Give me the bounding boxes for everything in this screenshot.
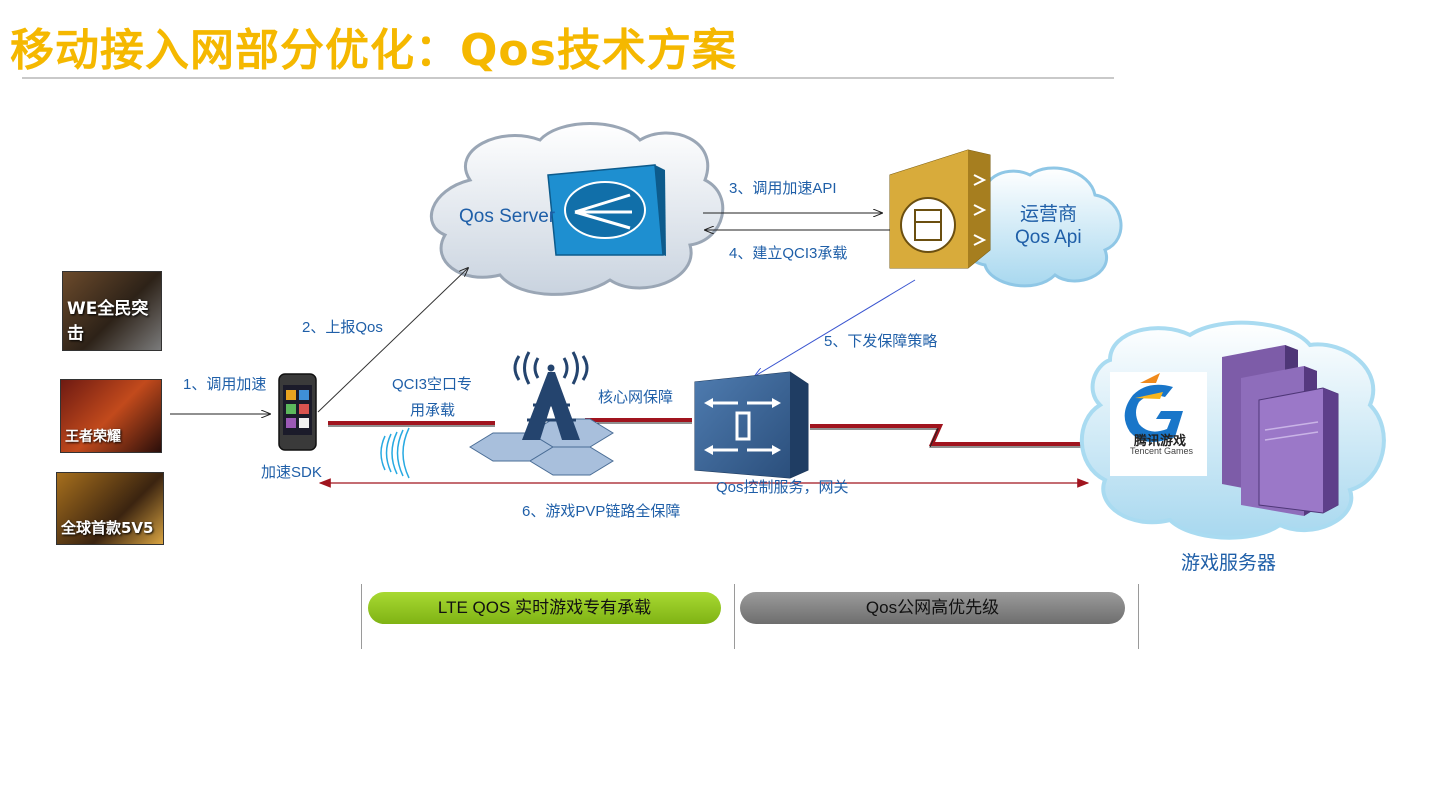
core-link-line <box>585 418 692 424</box>
step3-label: 3、调用加速API <box>729 180 837 197</box>
base-station-tower-icon <box>469 351 614 476</box>
step6-label: 6、游戏PVP链路全保障 <box>522 503 681 520</box>
segment-divider-left <box>361 584 362 649</box>
arrow-step2 <box>317 268 468 413</box>
core-network-label: 核心网保障 <box>598 389 674 406</box>
game-thumbnail-2: 王者荣耀 <box>60 379 162 453</box>
segment-divider-middle <box>734 584 735 649</box>
title-divider <box>22 77 1114 79</box>
phone-icon <box>278 373 317 451</box>
qos-gateway-switch-icon <box>694 371 809 479</box>
game-server-rack-icon <box>1222 345 1339 516</box>
step5-label: 5、下发保障策略 <box>824 333 938 350</box>
sdk-label: 加速SDK <box>261 464 322 481</box>
tencent-games-text: 腾讯游戏 <box>1134 433 1187 448</box>
game-thumbnail-1: WE全民突击 <box>62 271 162 351</box>
game-server-label: 游戏服务器 <box>1181 553 1277 574</box>
air-interface-label-line2: 用承载 <box>410 402 456 419</box>
qos-control-label: Qos控制服务，网关 <box>716 479 849 496</box>
game-thumbnail-3: 全球首款5V5 <box>56 472 164 545</box>
tencent-games-logo <box>1110 372 1207 476</box>
radio-link-line <box>328 421 495 427</box>
operator-label-line1: 运营商 <box>1020 204 1078 225</box>
step1-label: 1、调用加速 <box>183 376 267 393</box>
air-interface-label-line1: QCI3空口专 <box>392 376 473 393</box>
step4-label: 4、建立QCI3承载 <box>729 245 848 262</box>
wireless-signal-icon <box>380 427 410 479</box>
public-network-pill: Qos公网高优先级 <box>740 592 1125 624</box>
operator-api-box-icon <box>889 149 991 269</box>
tencent-games-subtext: Tencent Games <box>1130 446 1194 456</box>
qos-server-router-icon <box>547 164 666 256</box>
arrow-step5 <box>755 279 916 376</box>
operator-cloud <box>961 166 1123 288</box>
page-title: 移动接入网部分优化：Qos技术方案 <box>10 25 737 76</box>
step2-label: 2、上报Qos <box>302 319 383 336</box>
qos-server-label: Qos Server <box>459 206 556 227</box>
operator-label-line2: Qos Api <box>1015 227 1082 248</box>
lte-qos-pill: LTE QOS 实时游戏专有承载 <box>368 592 721 624</box>
segment-divider-right <box>1138 584 1139 649</box>
internet-link-line <box>810 424 1088 448</box>
